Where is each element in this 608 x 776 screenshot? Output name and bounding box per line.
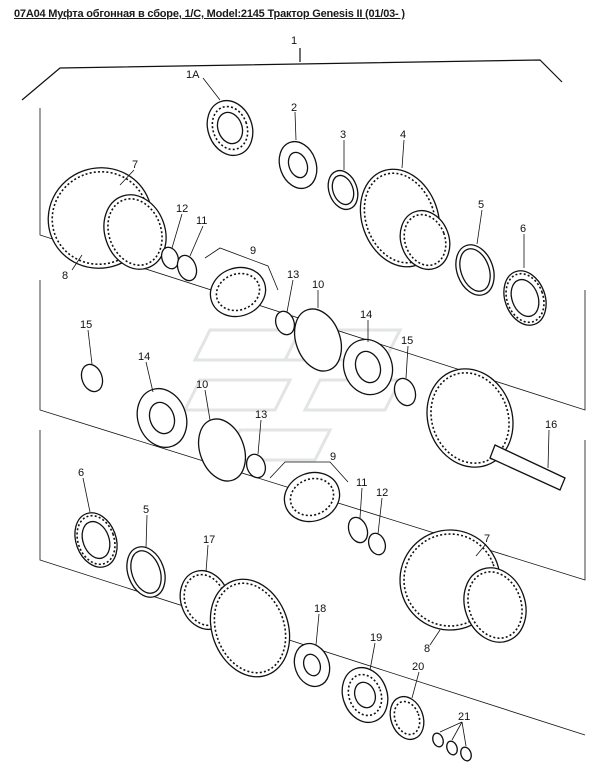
callout-13b: 13	[255, 409, 267, 421]
callout-15b: 15	[80, 319, 92, 331]
part-10-oring-bottom	[197, 418, 247, 482]
part-6-thrust-plate	[503, 270, 547, 326]
part-15-ring-top	[393, 377, 417, 407]
assembly-bracket	[21, 48, 563, 101]
callout-18: 18	[314, 603, 326, 615]
part-9-spring-pack-bottom	[283, 471, 341, 523]
part-3-snap-ring	[327, 169, 359, 211]
part-4-gear-hub	[359, 168, 451, 271]
callout-9b: 9	[330, 451, 336, 463]
callout-12b: 12	[376, 487, 388, 499]
part-16-clutch-drum-shaft	[426, 368, 566, 491]
callout-13: 13	[287, 269, 299, 281]
part-12-washer-top	[160, 246, 180, 270]
part-7-8-clutch-pack-bottom	[399, 529, 527, 643]
callout-7b: 7	[484, 533, 490, 545]
callout-10b: 10	[196, 379, 208, 391]
callout-7: 7	[132, 159, 138, 171]
callout-5b: 5	[143, 504, 149, 516]
part-17-gear	[179, 569, 291, 678]
part-14-bearing-top	[342, 338, 394, 396]
part-11-washer-top	[176, 254, 198, 282]
part-19-bearing	[341, 666, 389, 724]
part-7-8-clutch-pack-top	[47, 167, 167, 270]
callout-8: 8	[62, 270, 68, 282]
callout-1: 1	[291, 35, 297, 47]
callout-14: 14	[360, 309, 372, 321]
leader-lines	[71, 77, 550, 747]
callout-12: 12	[176, 203, 188, 215]
callout-15: 15	[401, 335, 413, 347]
callout-2: 2	[291, 102, 297, 114]
callout-3: 3	[340, 129, 346, 141]
callout-9: 9	[250, 245, 256, 257]
callout-5: 5	[478, 199, 484, 211]
callout-10: 10	[312, 279, 324, 291]
row-panel-bottom	[39, 430, 586, 736]
part-20-roller-bearing	[389, 695, 425, 741]
part-11-washer-bottom	[347, 516, 369, 544]
callout-labels: 1 1A 2 3 4 5 6 7 8 12 11 9 13 10 14 15 1…	[62, 35, 557, 723]
callout-11: 11	[196, 215, 207, 227]
callout-17: 17	[203, 534, 215, 546]
part-13-ring-bottom	[245, 453, 267, 479]
callout-16: 16	[545, 419, 557, 431]
callout-21: 21	[458, 711, 470, 723]
part-9-spring-pack-top	[209, 266, 267, 318]
callout-6: 6	[520, 223, 526, 235]
part-6-thrust-plate-bottom	[74, 512, 118, 568]
part-2-bearing	[278, 140, 318, 190]
callout-4: 4	[400, 129, 406, 141]
callout-6b: 6	[78, 467, 84, 479]
part-5-snap-ring	[455, 244, 495, 296]
part-13-ring-top	[274, 310, 296, 336]
diagram-title: 07A04 Муфта обгонная в сборе, 1/С, Model…	[14, 8, 405, 20]
part-15-ring-bottom	[80, 363, 104, 393]
part-10-oring-top	[293, 308, 343, 372]
callout-1a: 1A	[186, 69, 200, 81]
part-1a-bearing	[206, 99, 254, 157]
callout-11b: 11	[356, 477, 367, 489]
callout-20: 20	[412, 661, 424, 673]
part-21-snap-rings	[432, 732, 472, 762]
callout-14b: 14	[138, 351, 150, 363]
callout-19: 19	[370, 632, 382, 644]
callout-8b: 8	[424, 643, 430, 655]
part-14-bearing-bottom	[136, 387, 188, 449]
part-18-bearing	[293, 642, 331, 688]
part-5-snap-ring-bottom	[126, 546, 166, 598]
part-12-washer-bottom	[367, 532, 387, 556]
